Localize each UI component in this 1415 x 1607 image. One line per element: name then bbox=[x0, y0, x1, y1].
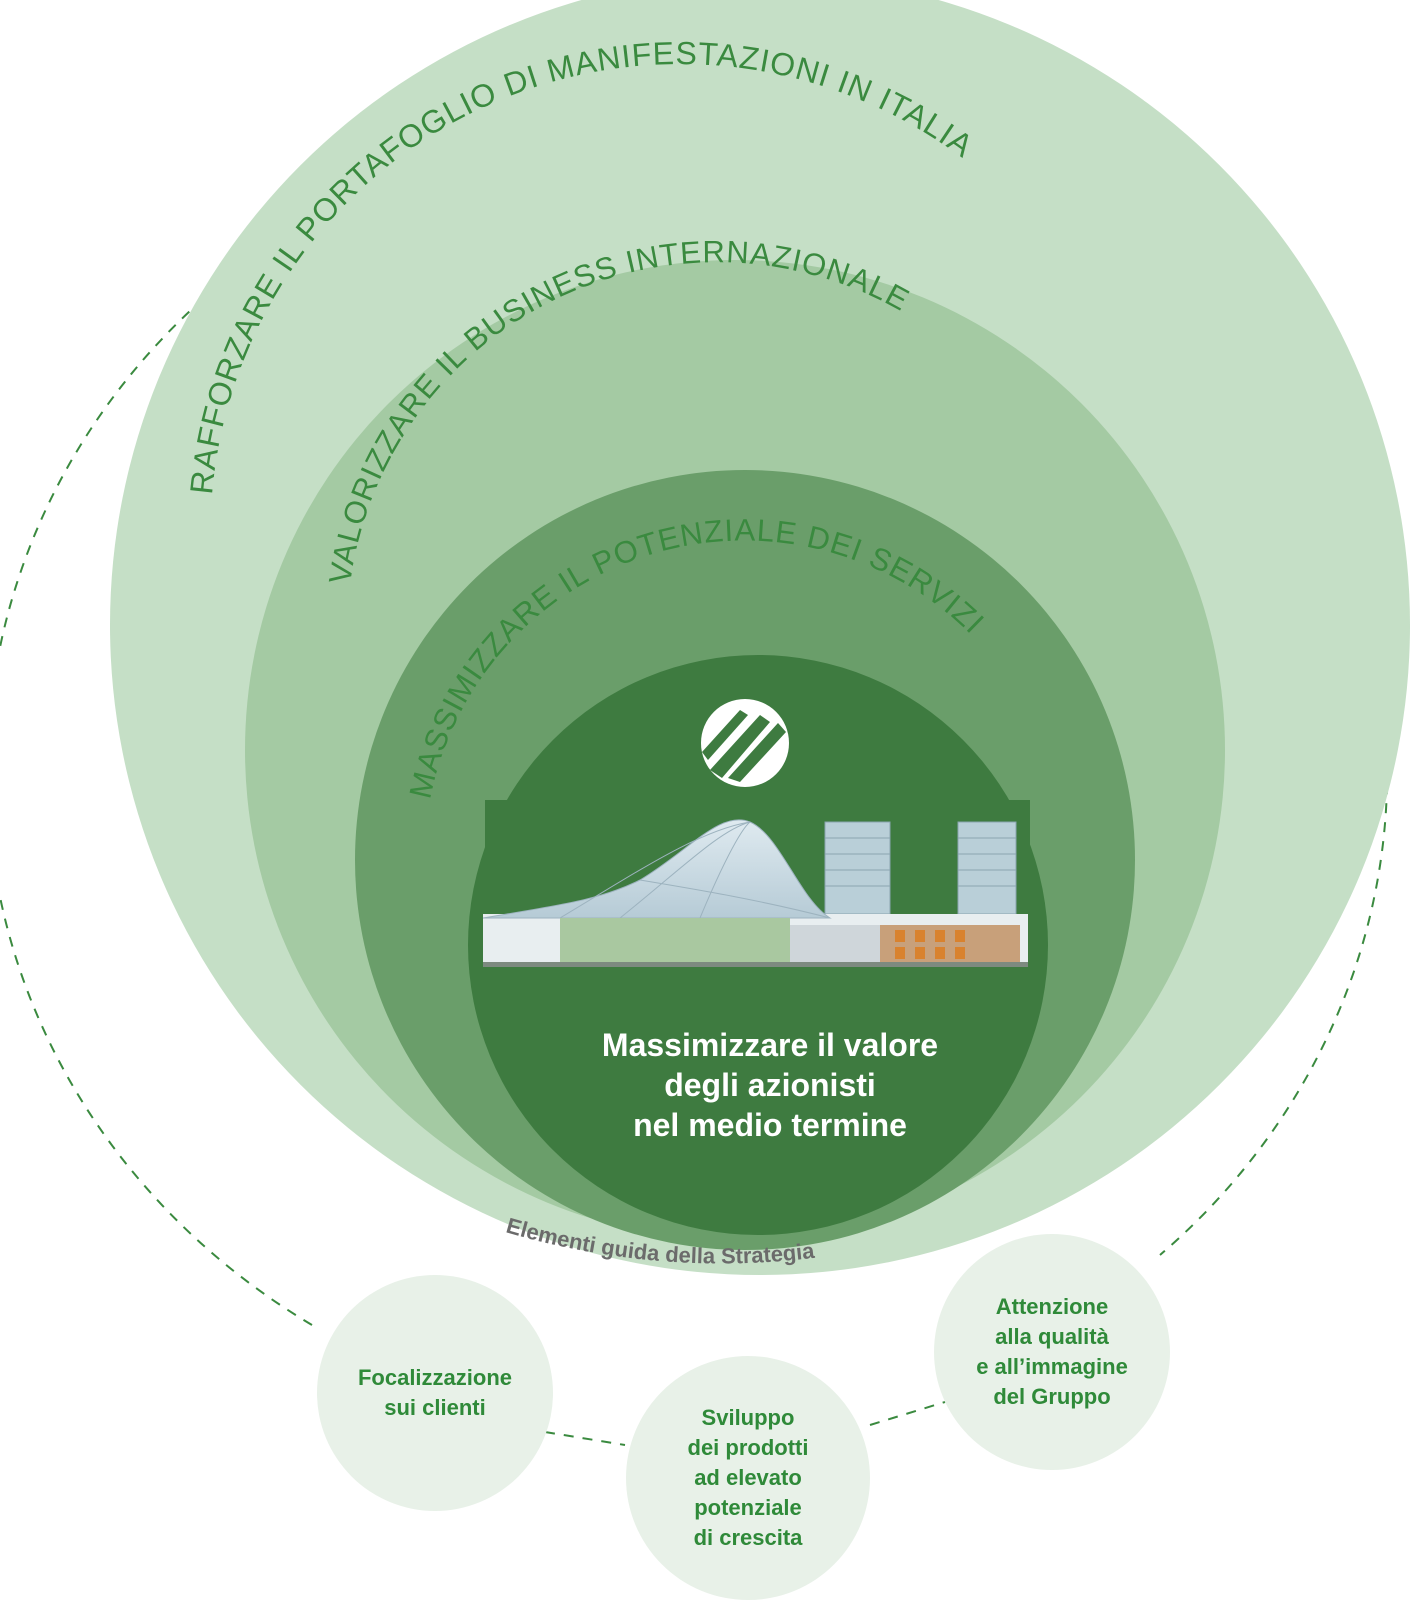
driver-circle-products bbox=[626, 1356, 870, 1600]
driver-products: Sviluppo dei prodotti ad elevato potenzi… bbox=[626, 1356, 870, 1600]
core-title-line: nel medio termine bbox=[633, 1107, 907, 1143]
driver-customers: Focalizzazione sui clienti bbox=[317, 1275, 553, 1511]
driver-text-line: sui clienti bbox=[384, 1395, 486, 1420]
core-title-line: degli azionisti bbox=[664, 1067, 876, 1103]
driver-text-line: e all’immagine bbox=[976, 1354, 1128, 1379]
driver-text-line: Attenzione bbox=[995, 1294, 1109, 1319]
dashed-connector-left bbox=[544, 1431, 626, 1446]
driver-circle-quality bbox=[934, 1234, 1170, 1470]
dashed-connector-right bbox=[869, 1401, 946, 1426]
driver-text-line: del Gruppo bbox=[993, 1384, 1111, 1409]
driver-text-line: ad elevato bbox=[694, 1465, 802, 1490]
core-title-line: Massimizzare il valore bbox=[601, 1027, 939, 1063]
core-objective: Massimizzare il valore degli azionisti n… bbox=[520, 1025, 1020, 1145]
driver-text-line: potenziale bbox=[694, 1495, 802, 1520]
driver-circle-customers bbox=[317, 1275, 553, 1511]
driver-text-line: di crescita bbox=[693, 1525, 803, 1550]
driver-quality: Attenzione alla qualità e all’immagine d… bbox=[934, 1234, 1170, 1470]
driver-text-line: Sviluppo bbox=[701, 1405, 795, 1430]
driver-text-line: dei prodotti bbox=[687, 1435, 809, 1460]
exhibition-centre-building-icon bbox=[482, 800, 1030, 970]
driver-text-line: alla qualità bbox=[995, 1324, 1109, 1349]
driver-text-line: Focalizzazione bbox=[357, 1365, 513, 1390]
company-logo-icon bbox=[701, 699, 789, 787]
